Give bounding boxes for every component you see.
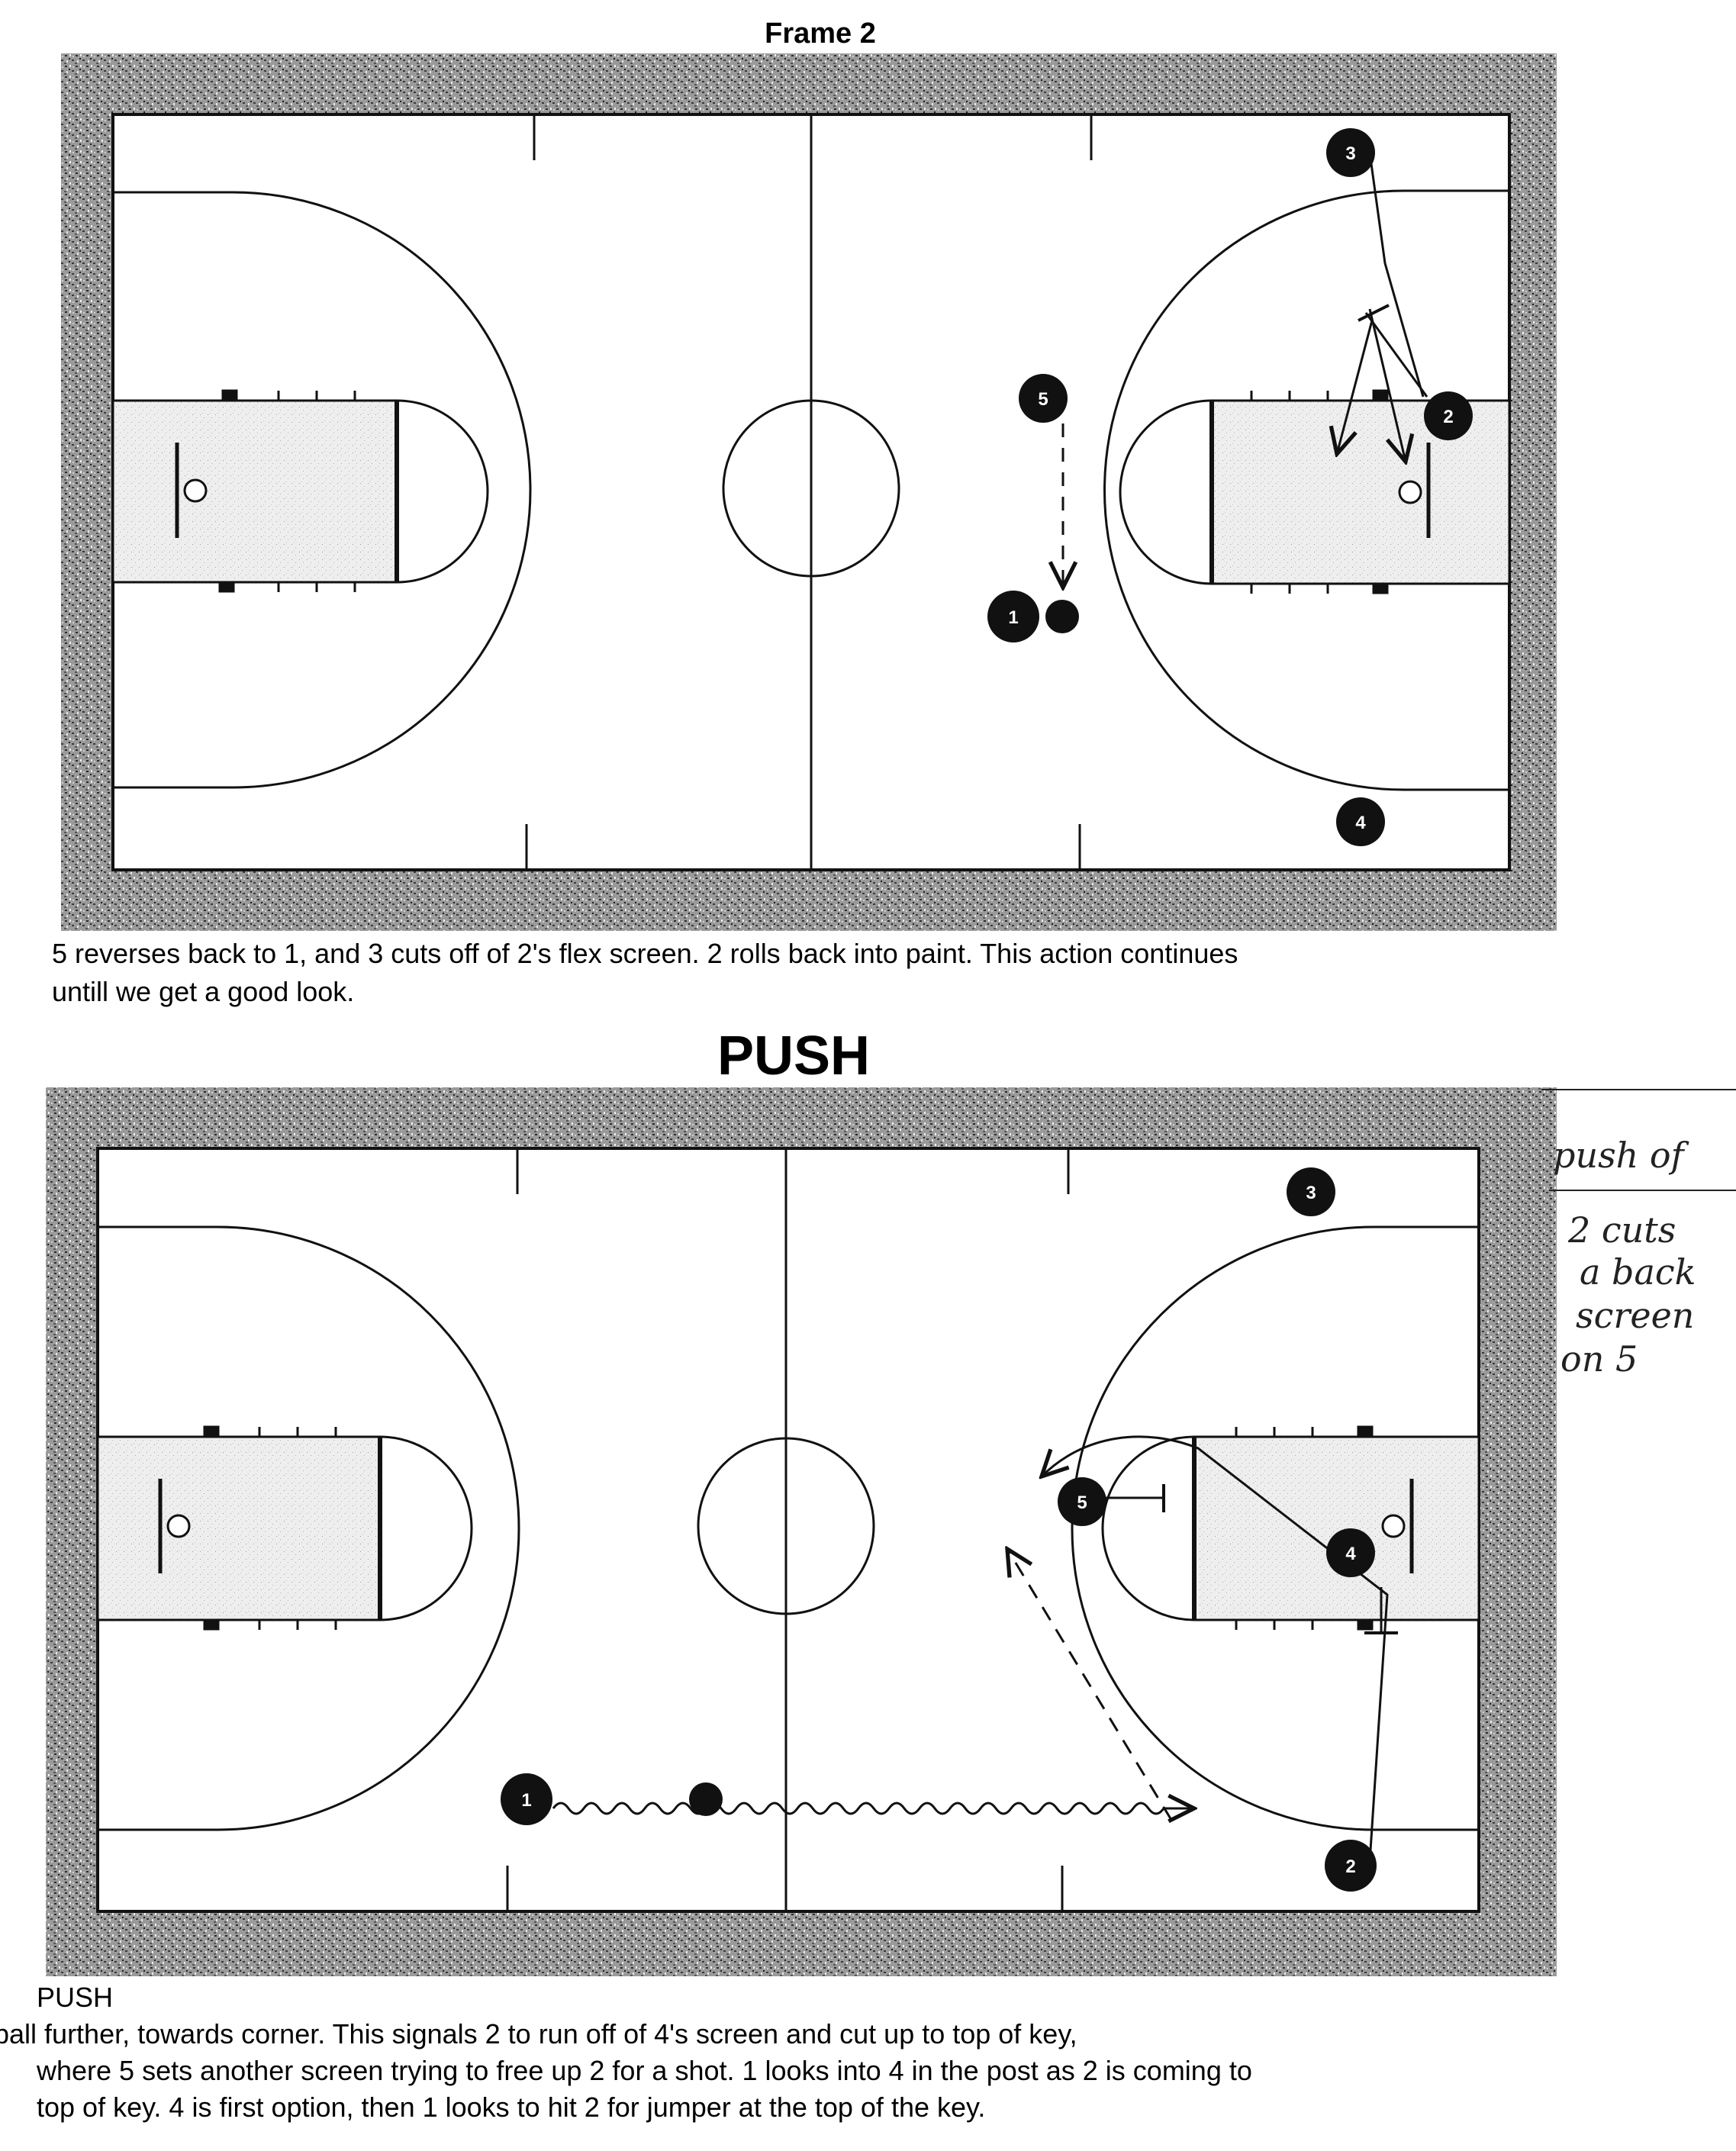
push-caption-line2: where 5 sets another screen trying to fr… [36, 2055, 1252, 2086]
svg-text:2 cuts: 2 cuts [1567, 1209, 1676, 1251]
left-key [111, 399, 398, 584]
center-circle [722, 399, 900, 578]
cut-arrow-3 [1368, 308, 1406, 462]
push-label: PUSH [37, 1982, 113, 2013]
right-three-point-arc [1071, 1225, 1479, 1831]
svg-text:2: 2 [1443, 407, 1453, 427]
svg-text:push of: push of [1553, 1135, 1689, 1176]
frame2-player-2: 2 [1424, 391, 1473, 440]
svg-text:3: 3 [1306, 1183, 1316, 1203]
right-basket [1381, 1514, 1406, 1538]
right-lane-ticks [1235, 1425, 1374, 1631]
left-three-point-arc [98, 1225, 520, 1831]
push-player-2: 2 [1325, 1840, 1377, 1892]
frame2-caption-line2: untill we get a good look. [52, 976, 354, 1007]
right-key [1210, 399, 1511, 585]
left-free-throw-circle [379, 1435, 473, 1621]
handwritten-note: push of 2 cuts a back screen on 5 [1541, 1089, 1736, 1380]
svg-text:on 5: on 5 [1560, 1338, 1638, 1380]
push-title: PUSH [717, 1026, 870, 1087]
left-basket [183, 478, 208, 503]
right-basket [1398, 480, 1422, 504]
frame2-player-5: 5 [1019, 374, 1068, 423]
push-caption-line3: top of key. 4 is first option, then 1 lo… [37, 2091, 985, 2123]
push-player-3: 3 [1287, 1167, 1335, 1216]
svg-text:3: 3 [1345, 143, 1355, 164]
svg-text:1: 1 [521, 1790, 531, 1811]
svg-text:1: 1 [1008, 607, 1018, 628]
left-basket [166, 1514, 191, 1538]
push-ball [689, 1782, 723, 1816]
frame2-court [61, 53, 1557, 931]
right-three-point-arc [1103, 189, 1509, 791]
svg-text:screen: screen [1576, 1295, 1694, 1336]
frame2-caption-line1: 5 reverses back to 1, and 3 cuts off of … [52, 938, 1238, 969]
svg-text:5: 5 [1077, 1492, 1087, 1513]
left-key [96, 1435, 382, 1621]
svg-text:5: 5 [1038, 389, 1048, 410]
dribble-path-1 [552, 1803, 1194, 1814]
cut-path-2 [1042, 1435, 1389, 1863]
right-free-throw-circle [1119, 399, 1213, 585]
left-lane-ticks [218, 389, 356, 593]
frame2-player-4: 4 [1336, 797, 1385, 846]
left-lane-ticks [203, 1425, 337, 1631]
cut-path-3 [1368, 152, 1425, 398]
roll-arrow-2 [1337, 320, 1374, 454]
center-circle [697, 1437, 875, 1615]
frame2-title: Frame 2 [765, 18, 876, 50]
pass-arrow [1007, 1549, 1173, 1821]
left-three-point-arc [113, 191, 532, 789]
svg-text:a back: a back [1580, 1251, 1696, 1293]
svg-text:4: 4 [1345, 1544, 1356, 1564]
screen-line-2 [1364, 312, 1428, 398]
svg-text:2: 2 [1345, 1856, 1355, 1877]
push-court [46, 1087, 1557, 1976]
left-free-throw-circle [396, 399, 489, 584]
svg-text:4: 4 [1355, 813, 1366, 833]
right-free-throw-circle [1101, 1435, 1195, 1621]
right-lane-ticks [1250, 389, 1389, 594]
right-key [1193, 1435, 1480, 1621]
push-player-5: 5 [1058, 1477, 1106, 1526]
frame2-player-3: 3 [1326, 128, 1375, 177]
push-player-1: 1 [501, 1773, 552, 1825]
push-caption-line1: ball further, towards corner. This signa… [0, 2018, 1077, 2050]
frame2-player-1: 1 [987, 591, 1039, 642]
push-player-4: 4 [1326, 1528, 1375, 1577]
screen-tbar [1358, 304, 1390, 322]
frame2-ball [1045, 600, 1079, 633]
